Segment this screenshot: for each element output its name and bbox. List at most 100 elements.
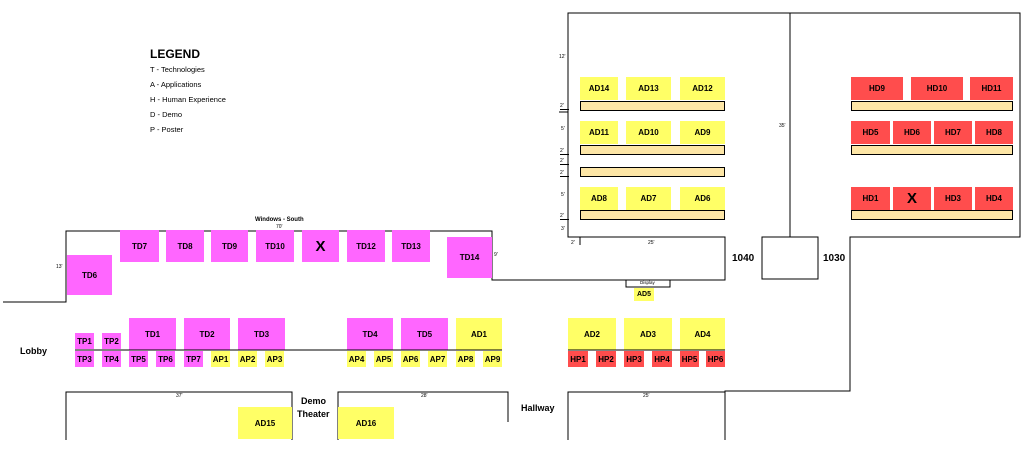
demo-label: Demo: [301, 396, 327, 406]
dim-2-a: 2': [560, 103, 569, 110]
booth-x-unassigned[interactable]: X: [302, 230, 339, 262]
booth-hd7[interactable]: HD7: [934, 121, 972, 144]
table-bar: [851, 210, 1013, 220]
poster-ap2[interactable]: AP2: [238, 351, 257, 367]
poster-ap3[interactable]: AP3: [265, 351, 284, 367]
poster-tp4[interactable]: TP4: [102, 351, 121, 367]
booth-ad10[interactable]: AD10: [626, 121, 671, 144]
booth-td5[interactable]: TD5: [401, 318, 448, 350]
poster-tp3[interactable]: TP3: [75, 351, 94, 367]
dim-25-top: 25': [648, 240, 655, 246]
dim-2-f: 2': [571, 240, 575, 246]
booth-ad11[interactable]: AD11: [580, 121, 618, 144]
table-bar: [580, 145, 725, 155]
poster-ap1[interactable]: AP1: [211, 351, 230, 367]
dim-5-a: 5': [561, 126, 565, 132]
dim-35: 35': [779, 123, 786, 129]
dim-3: 3': [561, 226, 565, 232]
booth-x-unassigned[interactable]: X: [893, 187, 931, 210]
booth-td2[interactable]: TD2: [184, 318, 230, 350]
dim-2-e: 2': [560, 213, 569, 220]
booth-td3[interactable]: TD3: [238, 318, 285, 350]
poster-ap4[interactable]: AP4: [347, 351, 366, 367]
poster-tp5[interactable]: TP5: [129, 351, 148, 367]
booth-td4[interactable]: TD4: [347, 318, 393, 350]
dim-28: 28': [421, 393, 428, 399]
lobby-label: Lobby: [20, 346, 47, 356]
booth-td8[interactable]: TD8: [166, 230, 204, 262]
poster-hp1[interactable]: HP1: [568, 351, 588, 367]
windows-label: Windows - South: [255, 217, 304, 223]
dim-5-b: 5': [561, 192, 565, 198]
poster-hp4[interactable]: HP4: [652, 351, 672, 367]
dim-37: 37': [176, 393, 183, 399]
legend-item-technologies: T - Technologies: [150, 65, 205, 74]
booth-td7[interactable]: TD7: [120, 230, 159, 262]
booth-td13[interactable]: TD13: [392, 230, 430, 262]
room-1030-label: 1030: [823, 253, 846, 264]
dim-25-bottom: 25': [643, 393, 650, 399]
dim-2-c: 2': [560, 158, 569, 165]
booth-hd6[interactable]: HD6: [893, 121, 931, 144]
table-bar: [580, 210, 725, 220]
booth-hd3[interactable]: HD3: [934, 187, 972, 210]
booth-hd10[interactable]: HD10: [911, 77, 963, 100]
poster-hp5[interactable]: HP5: [680, 351, 699, 367]
booth-ad8[interactable]: AD8: [580, 187, 618, 210]
theater-label: Theater: [297, 409, 330, 419]
booth-ad15[interactable]: AD15: [238, 407, 292, 439]
poster-tp7[interactable]: TP7: [184, 351, 203, 367]
poster-tp1[interactable]: TP1: [75, 333, 94, 349]
poster-tp6[interactable]: TP6: [156, 351, 175, 367]
dim-2-d: 2': [560, 170, 569, 177]
poster-hp3[interactable]: HP3: [624, 351, 644, 367]
poster-ap7[interactable]: AP7: [428, 351, 447, 367]
poster-ap9[interactable]: AP9: [483, 351, 502, 367]
poster-ap5[interactable]: AP5: [374, 351, 393, 367]
table-bar: [851, 101, 1013, 111]
poster-ap8[interactable]: AP8: [456, 351, 475, 367]
booth-td12[interactable]: TD12: [347, 230, 385, 262]
booth-hd8[interactable]: HD8: [975, 121, 1013, 144]
table-bar: [580, 101, 725, 111]
dim-2-b: 2': [560, 148, 569, 155]
legend-title: LEGEND: [150, 47, 201, 61]
booth-hd4[interactable]: HD4: [975, 187, 1013, 210]
booth-ad7[interactable]: AD7: [626, 187, 671, 210]
booth-td10[interactable]: TD10: [256, 230, 294, 262]
hallway-label: Hallway: [521, 403, 555, 413]
booth-ad16[interactable]: AD16: [338, 407, 394, 439]
legend-item-applications: A - Applications: [150, 80, 202, 89]
booth-hd9[interactable]: HD9: [851, 77, 903, 100]
booth-hd5[interactable]: HD5: [851, 121, 890, 144]
booth-td6[interactable]: TD6: [67, 255, 112, 295]
poster-ap6[interactable]: AP6: [401, 351, 420, 367]
booth-ad14[interactable]: AD14: [580, 77, 618, 100]
booth-ad1[interactable]: AD1: [456, 318, 502, 350]
dim-12: 12': [559, 54, 566, 60]
booth-ad2[interactable]: AD2: [568, 318, 616, 350]
legend-item-poster: P - Poster: [150, 125, 184, 134]
booth-td9[interactable]: TD9: [211, 230, 248, 262]
dim-9: 9': [494, 252, 498, 258]
booth-hd1[interactable]: HD1: [851, 187, 890, 210]
booth-ad3[interactable]: AD3: [624, 318, 672, 350]
table-bar: [851, 145, 1013, 155]
poster-hp6[interactable]: HP6: [706, 351, 725, 367]
booth-ad13[interactable]: AD13: [626, 77, 671, 100]
booth-td1[interactable]: TD1: [129, 318, 176, 350]
booth-td14[interactable]: TD14: [447, 237, 492, 278]
booth-ad12[interactable]: AD12: [680, 77, 725, 100]
legend-item-human-experience: H - Human Experience: [150, 95, 226, 104]
booth-ad4[interactable]: AD4: [680, 318, 725, 350]
poster-tp2[interactable]: TP2: [102, 333, 121, 349]
dim-70: 70': [276, 224, 283, 230]
dim-13: 13': [56, 264, 63, 270]
display-label: Display: [640, 280, 655, 285]
booth-ad6[interactable]: AD6: [680, 187, 725, 210]
booth-hd11[interactable]: HD11: [970, 77, 1013, 100]
booth-ad9[interactable]: AD9: [680, 121, 725, 144]
booth-ad5[interactable]: AD5: [634, 288, 654, 301]
poster-hp2[interactable]: HP2: [596, 351, 616, 367]
